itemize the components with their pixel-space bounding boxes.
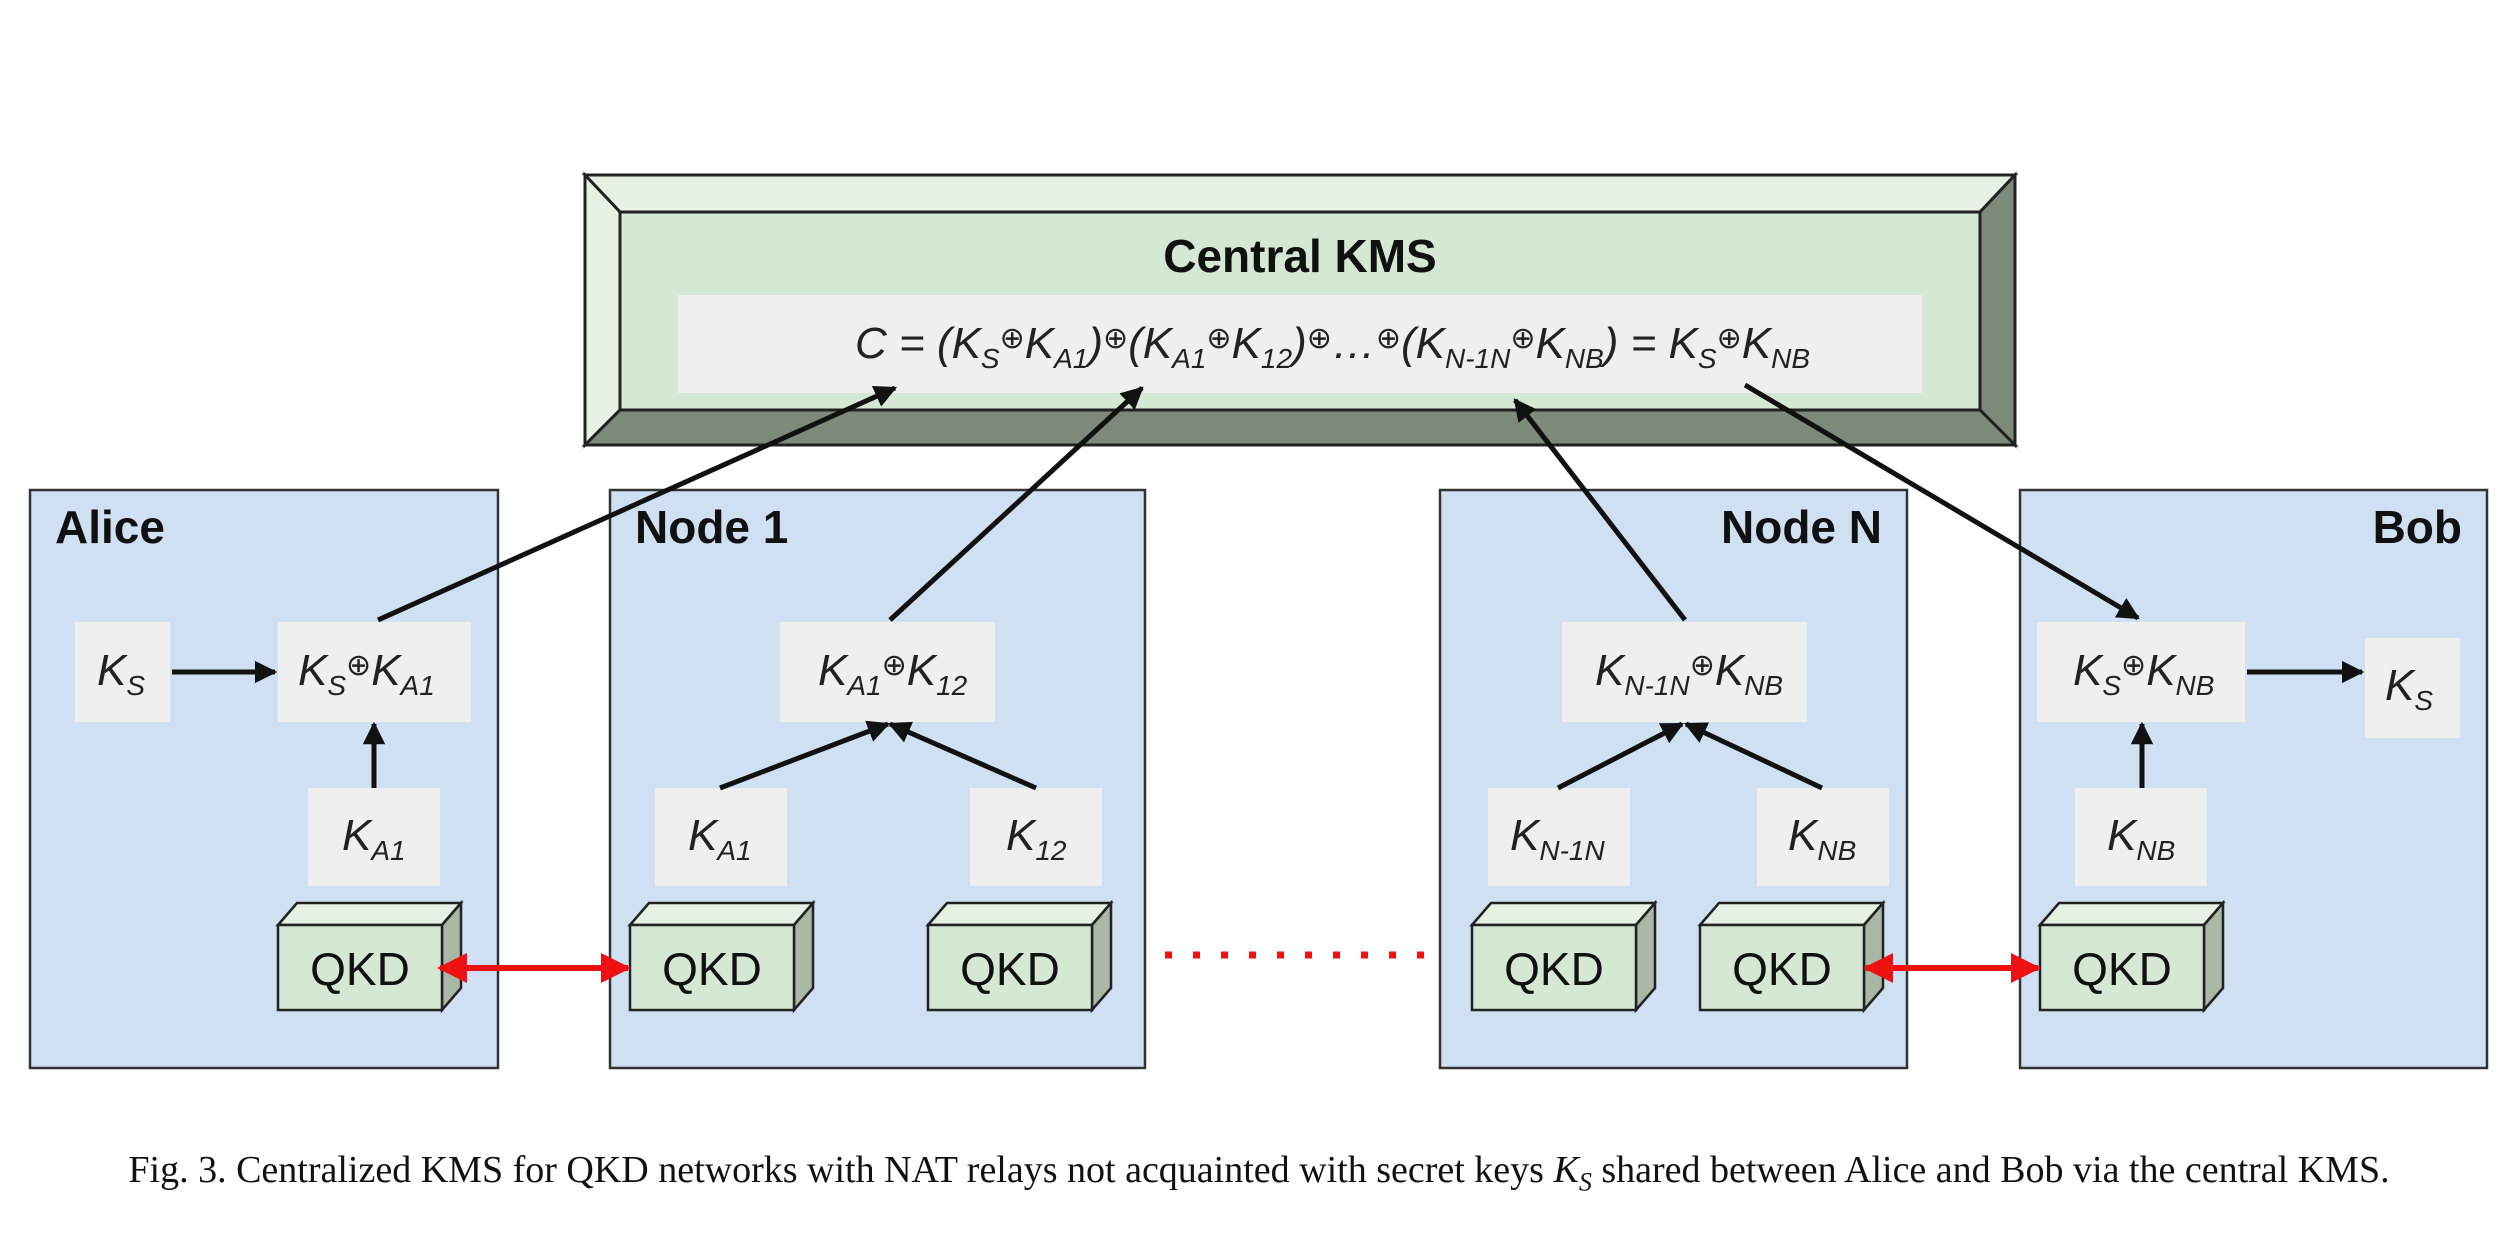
svg-text:KA1: KA1 xyxy=(688,811,752,866)
caption-suffix: shared between Alice and Bob via the cen… xyxy=(1591,1149,2390,1191)
bob-title: Bob xyxy=(2373,501,2462,553)
svg-text:KA1⊕K12: KA1⊕K12 xyxy=(818,646,968,701)
svg-text:KS: KS xyxy=(97,646,145,701)
noden-key-left: KN-1N xyxy=(1488,788,1630,886)
svg-text:KNB: KNB xyxy=(1788,811,1856,866)
alice-qkd: QKD xyxy=(275,899,464,1014)
caption-ks-sub: S xyxy=(1578,1167,1592,1197)
kms-equation: C = (KS⊕KA1)⊕(KA1⊕K12)⊕…⊕(KN-1N⊕KNB) = K… xyxy=(855,319,1810,374)
alice-title: Alice xyxy=(55,501,165,553)
caption-ks-main: K xyxy=(1553,1149,1579,1191)
node1-qkd-right: QKD xyxy=(925,899,1114,1014)
node1-key-left: KA1 xyxy=(655,788,787,886)
node1-qkd-left: QKD xyxy=(627,899,816,1014)
alice-qkd-label: QKD xyxy=(310,943,410,995)
svg-text:K12: K12 xyxy=(1006,811,1067,866)
internal-arrows xyxy=(172,660,2365,791)
caption-ks: KS xyxy=(1553,1149,1591,1197)
svg-text:KS⊕KA1: KS⊕KA1 xyxy=(298,646,435,701)
node1-qkd-right-label: QKD xyxy=(960,943,1060,995)
node1-key-right: K12 xyxy=(970,788,1102,886)
bob-qkd: QKD xyxy=(2037,899,2226,1014)
node-n-title: Node N xyxy=(1721,501,1882,553)
svg-text:KS⊕KNB: KS⊕KNB xyxy=(2073,646,2214,701)
alice-key-link: KA1 xyxy=(308,788,440,886)
noden-key-right: KNB xyxy=(1757,788,1889,886)
node1-qkd-left-label: QKD xyxy=(662,943,762,995)
noden-qkd-right: QKD xyxy=(1697,899,1886,1014)
kms-arrows xyxy=(376,382,2140,623)
svg-text:KNB: KNB xyxy=(2107,811,2175,866)
bob-key-ks: KS xyxy=(2365,638,2460,738)
svg-text:KN-1N: KN-1N xyxy=(1510,811,1605,866)
svg-text:KA1: KA1 xyxy=(342,811,406,866)
alice-key-combined: KS⊕KA1 xyxy=(278,622,471,722)
node1-key-combined: KA1⊕K12 xyxy=(780,622,995,722)
noden-qkd-left-label: QKD xyxy=(1504,943,1604,995)
figure-caption: Fig. 3. Centralized KMS for QKD networks… xyxy=(0,1148,2518,1198)
central-kms: Central KMS C = (KS⊕KA1)⊕(KA1⊕K12)⊕…⊕(KN… xyxy=(581,171,2019,449)
noden-key-combined: KN-1N⊕KNB xyxy=(1562,622,1807,722)
noden-qkd-left: QKD xyxy=(1469,899,1658,1014)
central-kms-title: Central KMS xyxy=(1163,230,1436,282)
kms-equation-box xyxy=(678,295,1922,393)
node-1-title: Node 1 xyxy=(635,501,788,553)
svg-text:KN-1N⊕KNB: KN-1N⊕KNB xyxy=(1595,646,1783,701)
svg-text:KS: KS xyxy=(2385,661,2433,716)
bob-key-combined: KS⊕KNB xyxy=(2037,622,2245,722)
noden-qkd-right-label: QKD xyxy=(1732,943,1832,995)
alice-key-ks: KS xyxy=(75,622,170,722)
caption-prefix: Fig. 3. Centralized KMS for QKD networks… xyxy=(128,1149,1554,1191)
bob-qkd-label: QKD xyxy=(2072,943,2172,995)
bob-key-link: KNB xyxy=(2075,788,2207,886)
